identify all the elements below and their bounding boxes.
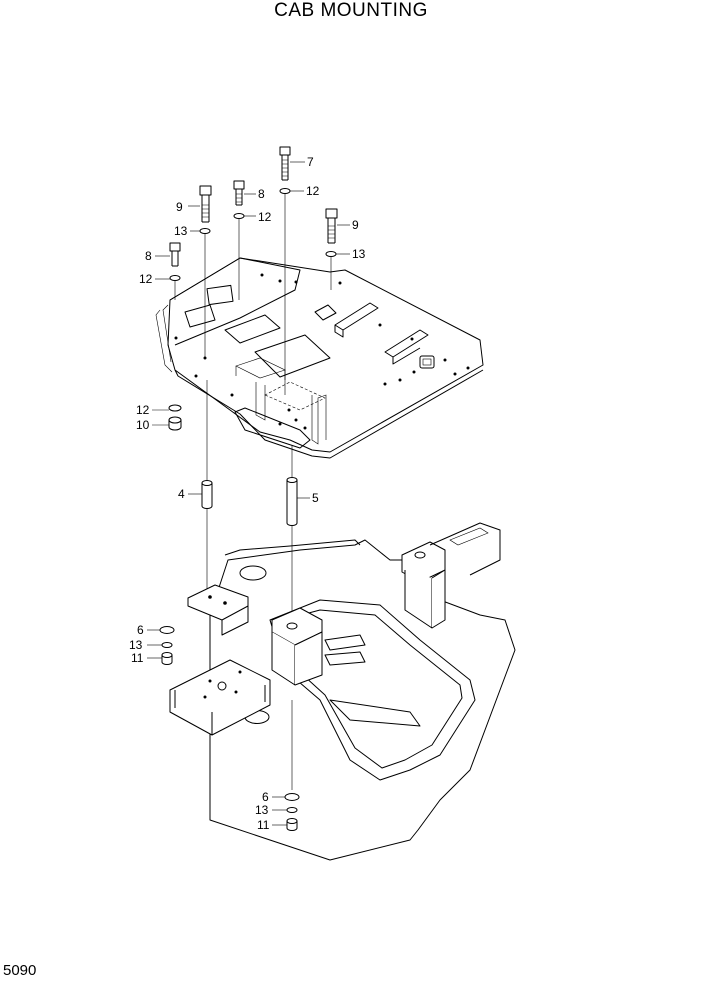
callout-c15: 6: [137, 623, 144, 637]
callout-c10: 12: [139, 272, 153, 286]
upper-frame: [169, 522, 516, 861]
upper-fasteners: [169, 146, 338, 395]
callout-c8: 13: [352, 247, 366, 261]
callout-c11: 12: [136, 403, 150, 417]
callout-c5: 9: [176, 200, 183, 214]
callout-c17: 11: [131, 651, 144, 665]
callout-c13: 4: [178, 487, 185, 501]
callout-c6: 13: [174, 224, 188, 238]
callout-c20: 11: [257, 818, 270, 832]
callout-c3: 8: [258, 187, 265, 201]
callout-c12: 10: [136, 418, 150, 432]
callout-c14: 5: [312, 491, 319, 505]
callout-c4: 12: [258, 210, 272, 224]
callout-c9: 8: [145, 249, 152, 263]
callout-c19: 13: [255, 803, 269, 817]
cab-floor-plate: [155, 257, 484, 459]
lower-washers: [159, 626, 300, 831]
callout-c7: 9: [352, 218, 359, 232]
callout-c16: 13: [129, 638, 143, 652]
diagram-title: CAB MOUNTING: [274, 0, 428, 21]
spacers: [168, 380, 298, 790]
callout-labels: 7 12 8 12 9 13 9 13 8 12 12 10 4 5 6 13 …: [129, 155, 366, 832]
callout-c1: 7: [307, 155, 314, 169]
callout-c2: 12: [306, 184, 320, 198]
leader-lines: [147, 161, 350, 826]
callout-c18: 6: [262, 790, 269, 804]
page-number: 5090: [3, 962, 37, 979]
